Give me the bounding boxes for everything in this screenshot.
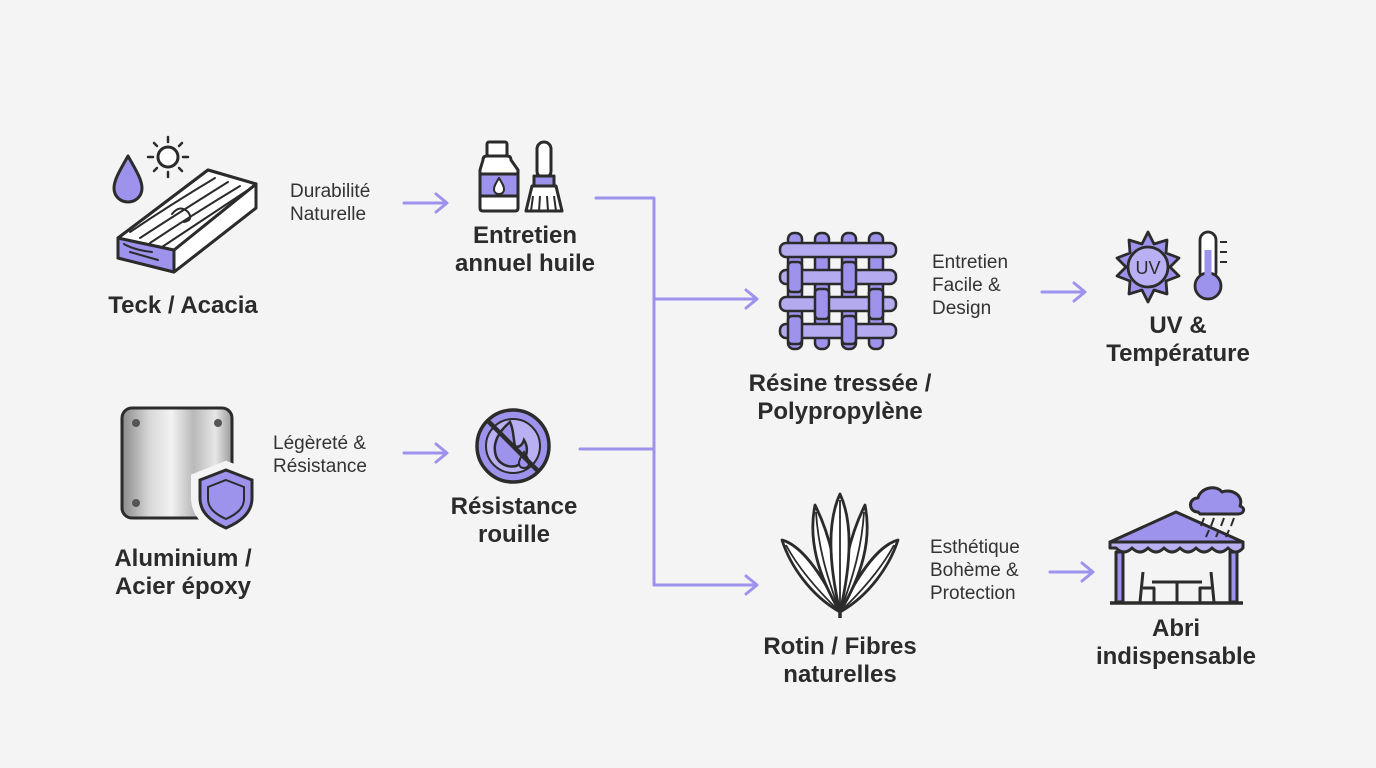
svg-text:UV: UV (1135, 258, 1160, 278)
no-rust-icon (475, 408, 551, 484)
node-label-teck: Teck / Acacia (108, 292, 258, 319)
node-label-resin: Résine tressée / Polypropylène (748, 370, 932, 425)
edge-label-alu-rust: Légèreté & Résistance (273, 433, 367, 477)
edge-label-teck-oil: Durabilité Naturelle (290, 181, 371, 225)
node-label-uv: UV & Température (1106, 312, 1250, 367)
arrow-resin-to-uv (1040, 281, 1087, 303)
node-label-oil: Entretien annuel huile (454, 222, 595, 277)
arrow-alu-to-rust (402, 442, 449, 464)
uv-sun-thermometer-icon (1115, 230, 1227, 304)
connector-merge (578, 196, 759, 596)
edge-label-rattan-shelter: Esthétique Bohème & Protection (930, 537, 1020, 604)
woven-resin-icon (778, 231, 898, 351)
node-label-shelter: Abri indispensable (1095, 615, 1257, 670)
metal-plate-shield-icon (120, 406, 261, 538)
wood-plank-icon (112, 135, 258, 274)
oil-bottle-brush-icon (478, 140, 564, 213)
node-label-alu: Aluminium / Acier époxy (114, 545, 252, 600)
node-label-rust: Résistance rouille (450, 493, 578, 548)
arrow-rattan-to-shelter (1048, 561, 1095, 583)
plant-leaves-icon (780, 492, 900, 618)
node-label-rattan: Rotin / Fibres naturelles (763, 633, 917, 688)
gazebo-rain-icon (1108, 486, 1246, 605)
arrow-teck-to-oil (402, 192, 449, 214)
edge-label-resin-uv: Entretien Facile & Design (932, 252, 1009, 319)
